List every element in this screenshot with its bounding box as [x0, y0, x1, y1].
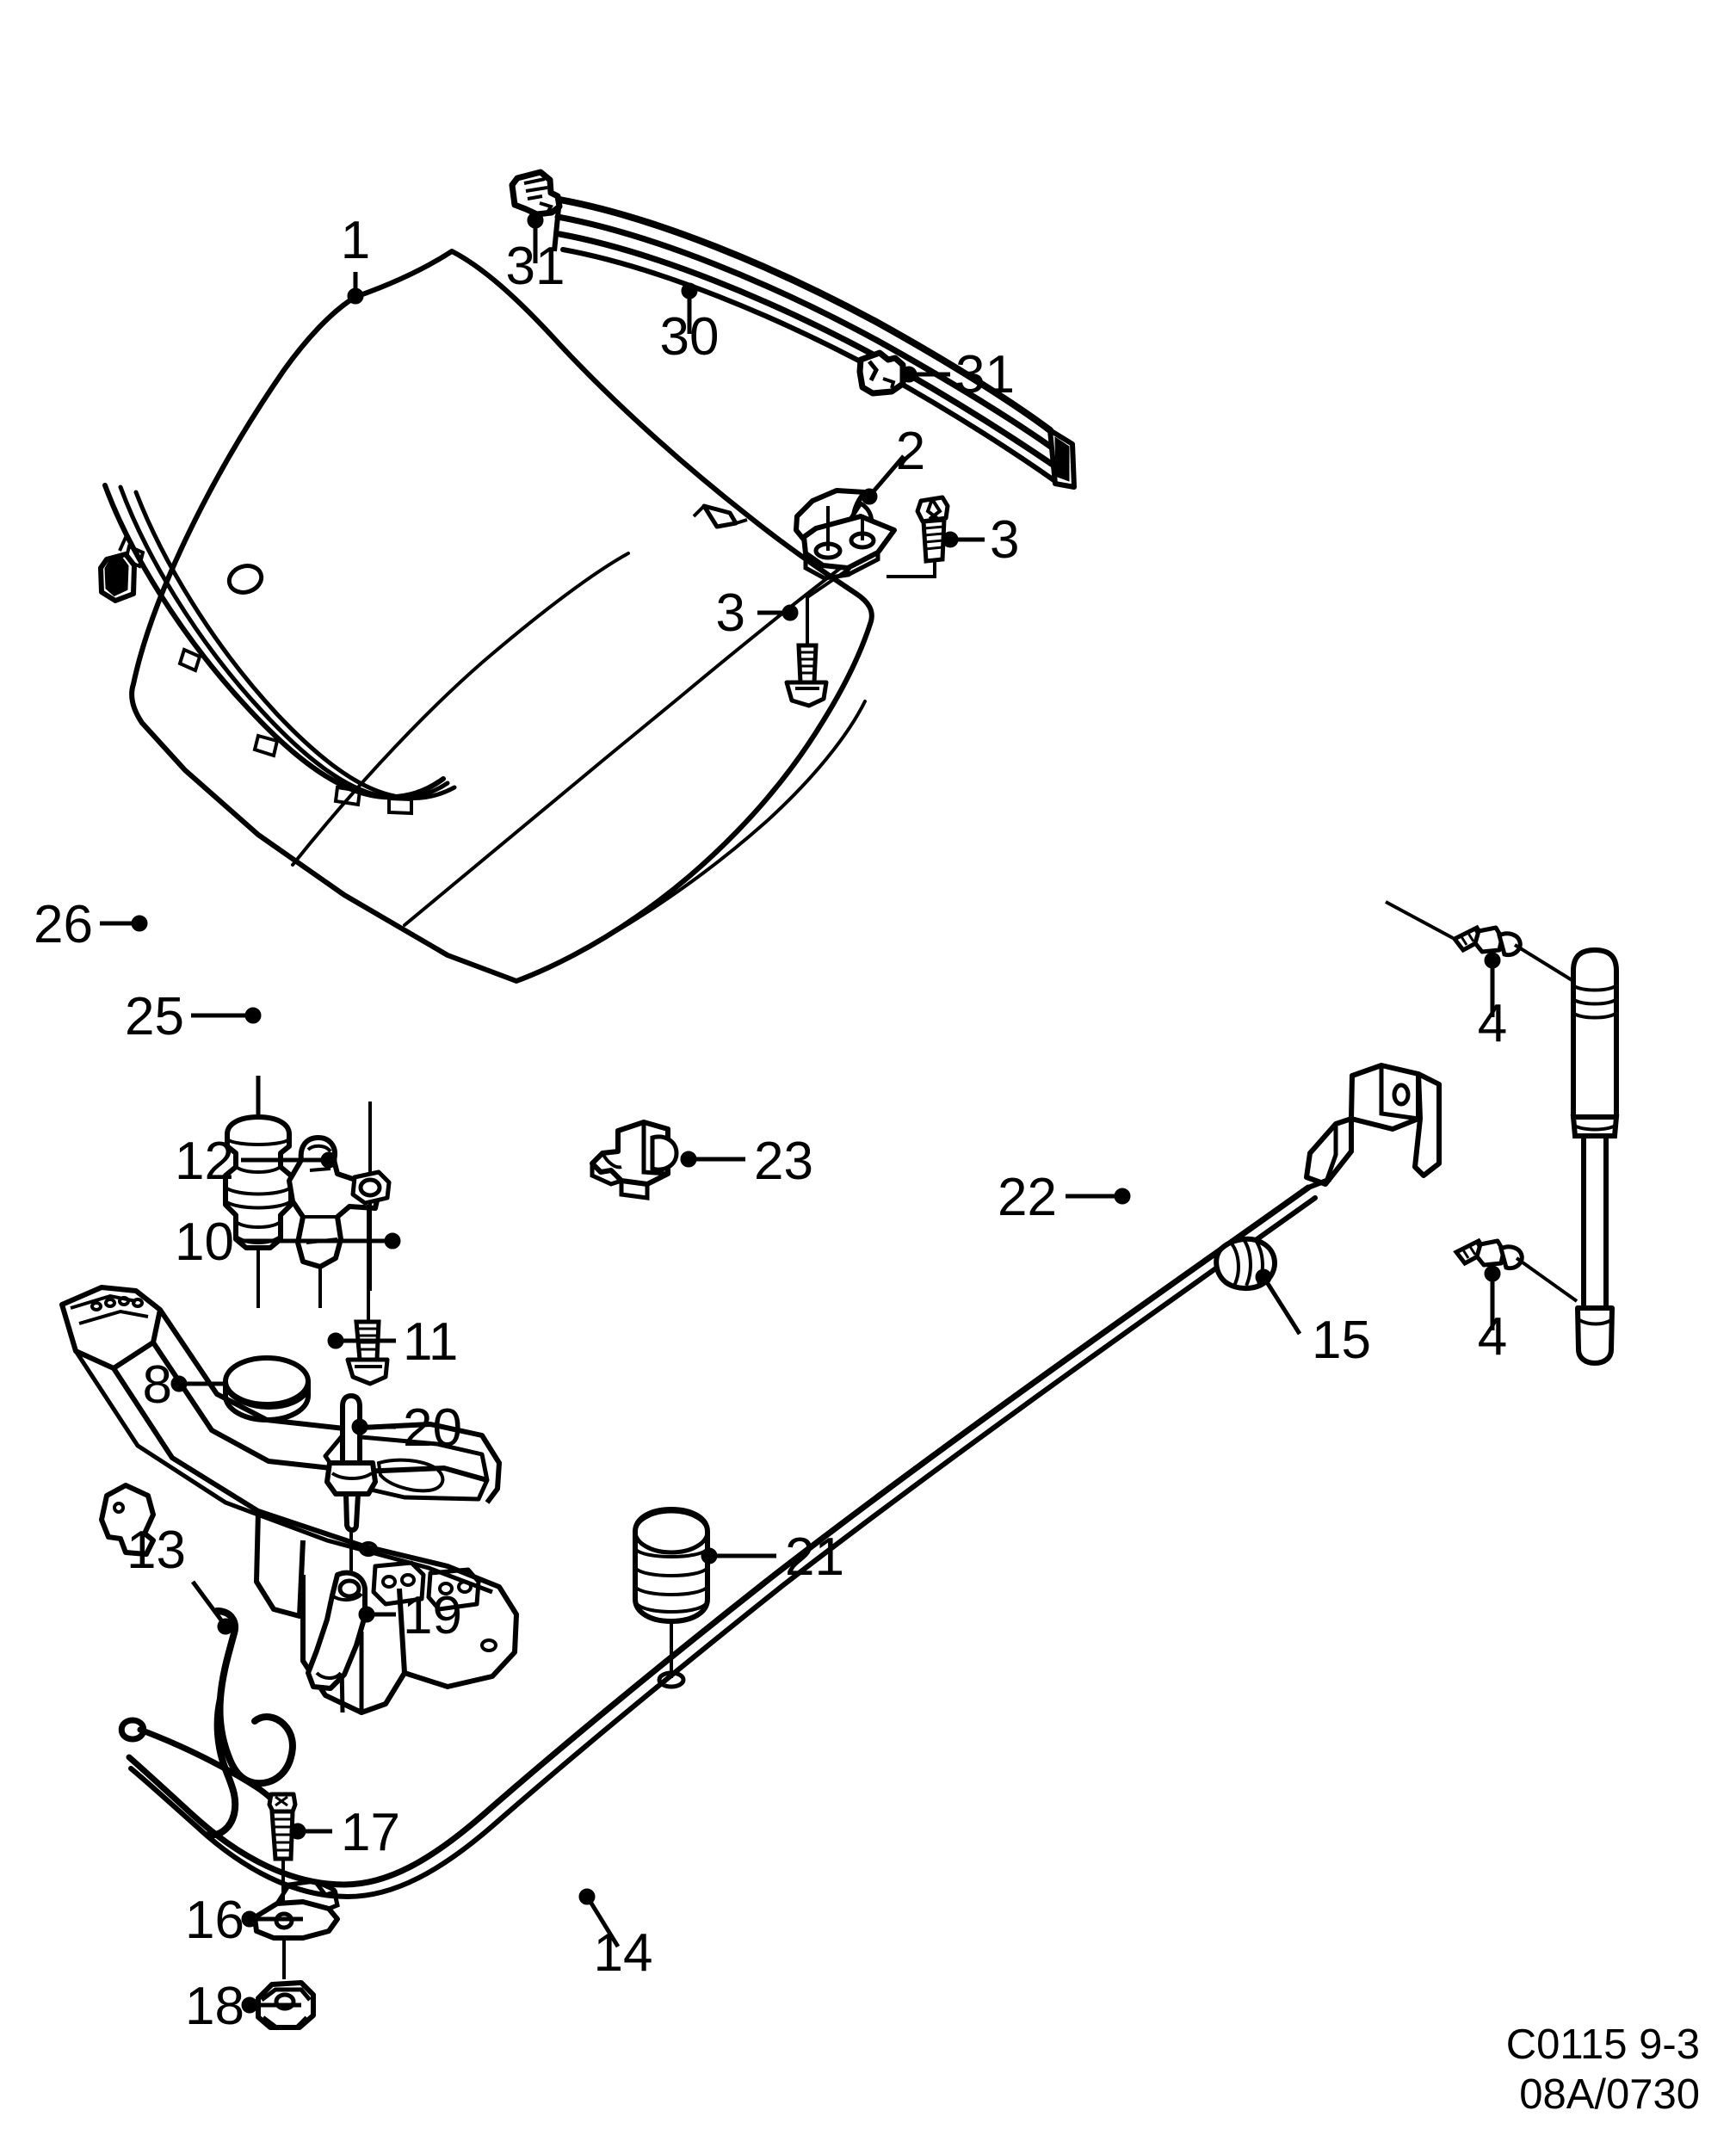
gas-strut-part-22	[1570, 947, 1620, 1366]
callout-label-22: 22	[998, 1168, 1057, 1227]
cowl-weatherstrip-part-30	[552, 196, 1077, 490]
callout-label-17: 17	[341, 1803, 400, 1862]
footer-line-1: C0115 9-3	[1506, 2021, 1700, 2068]
callout-label-26: 26	[34, 895, 93, 954]
callout-label-31a: 31	[506, 237, 565, 296]
hinge-bolt-part-3-lower	[784, 566, 852, 708]
hood-prop-rod-part-13	[118, 1608, 296, 1839]
prop-rod-bracket	[1304, 1063, 1442, 1187]
latch-pin-part-20	[324, 1392, 378, 1575]
weatherstrip-end-clip-part-31-top	[509, 169, 563, 218]
callout-label-4a: 4	[1478, 994, 1507, 1053]
callout-label-3a: 3	[990, 510, 1019, 570]
hood-prop-rod-clip-part-23	[590, 1120, 679, 1200]
callout-labels: 1 31 30 31 2 3 3 4 22 26 25 12 10 11 20 …	[34, 211, 1507, 2036]
callout-label-25: 25	[125, 987, 184, 1046]
callout-label-18: 18	[185, 1977, 244, 2036]
striker-bolt-part-11	[345, 1205, 390, 1386]
hood-hinge-part-2	[794, 488, 897, 581]
callout-label-4b: 4	[1478, 1307, 1507, 1367]
callout-label-19: 19	[403, 1586, 462, 1645]
hood-latch-striker-part-10	[287, 1102, 392, 1308]
callout-label-8: 8	[143, 1355, 172, 1415]
callout-label-16: 16	[185, 1891, 244, 1950]
callout-label-11: 11	[403, 1312, 458, 1372]
hood-panel-part-1	[129, 249, 874, 984]
callout-label-10: 10	[175, 1213, 234, 1272]
hood-seal-part-25	[102, 483, 457, 816]
footer-line-2: 08A/0730	[1519, 2071, 1700, 2118]
weatherstrip-end-clip-part-31-right	[856, 349, 906, 397]
callout-label-13: 13	[127, 1521, 186, 1580]
latch-bracket-part-19	[306, 1570, 368, 1691]
clip-screw-part-17	[267, 1792, 298, 1932]
hinge-bolt-part-3-upper	[887, 495, 950, 578]
callout-label-2: 2	[896, 422, 925, 481]
callout-label-20: 20	[403, 1398, 462, 1458]
grommet-plug-part-8	[223, 1355, 311, 1423]
hood-hole	[226, 564, 264, 595]
cable-clip-part-16	[252, 1879, 340, 1979]
gas-strut-ball-stud-part-4-lower	[1453, 1237, 1578, 1303]
seal-end-clip-part-26	[98, 533, 137, 603]
rubber-bump-stop-part-21	[633, 1507, 710, 1689]
callout-label-14: 14	[594, 1923, 653, 1983]
callout-label-12: 12	[175, 1132, 234, 1191]
callout-label-1: 1	[341, 211, 370, 270]
callout-label-3b: 3	[716, 583, 745, 643]
rubber-bump-stop-part-12	[223, 1076, 293, 1308]
callout-label-21: 21	[785, 1527, 844, 1587]
footer-block: C0115 9-3 08A/0730	[1506, 2021, 1700, 2118]
callout-label-31b: 31	[955, 345, 1015, 404]
callout-label-30: 30	[660, 307, 720, 367]
callout-label-15: 15	[1312, 1311, 1371, 1370]
gas-strut-ball-stud-part-4-upper	[1385, 900, 1575, 983]
callout-label-23: 23	[754, 1132, 813, 1191]
hood-release-cable-part-14	[126, 1176, 1332, 1900]
callout-leaders	[100, 212, 1501, 2014]
